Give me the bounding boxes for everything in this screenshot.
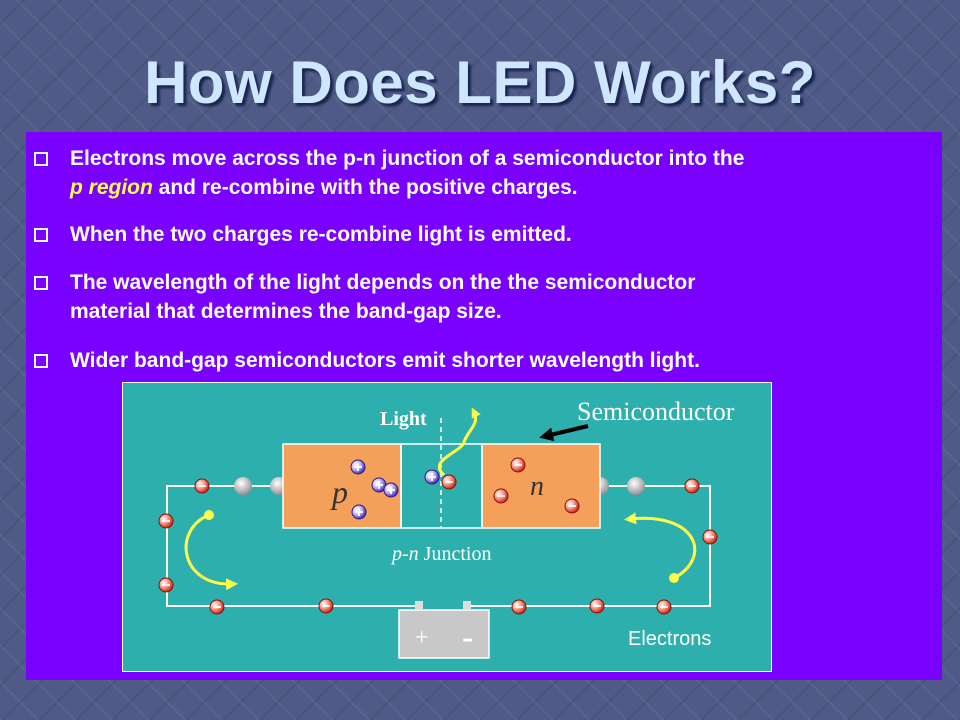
electron-charge xyxy=(441,474,457,490)
semiconductor-label: Semiconductor xyxy=(577,397,735,426)
junction-label: p-n Junction xyxy=(390,543,491,565)
electron-flow-arrow-right xyxy=(624,512,697,580)
checkbox-bullet-icon xyxy=(34,152,48,166)
electron-charge xyxy=(702,529,718,545)
battery-terminal xyxy=(415,601,423,609)
electron-charge xyxy=(318,598,334,614)
electron-charge xyxy=(656,599,672,615)
hole-charge xyxy=(424,469,440,485)
p-region-highlight: p region xyxy=(70,176,153,199)
battery xyxy=(398,609,490,659)
electron-flow-arrow-left xyxy=(184,513,238,591)
electron-charge xyxy=(511,599,527,615)
light-label: Light xyxy=(380,408,427,430)
hole-charge xyxy=(371,477,387,493)
terminal-node xyxy=(627,477,645,495)
bullet-1-line-1: Electrons move across the p-n junction o… xyxy=(70,147,745,170)
electron-charge xyxy=(684,478,700,494)
electron-charge xyxy=(493,488,509,504)
battery-plus-label: + xyxy=(415,625,429,651)
checkbox-bullet-icon xyxy=(34,228,48,242)
terminal-node xyxy=(234,477,252,495)
electron-flow-dot xyxy=(204,510,214,520)
hole-charge xyxy=(351,504,367,520)
holes xyxy=(350,459,440,520)
junction-label-rest: Junction xyxy=(419,543,492,565)
slide-title: How Does LED Works? xyxy=(144,49,816,116)
electron-charge xyxy=(158,513,174,529)
battery-terminal xyxy=(463,601,471,609)
bullet-4-line-1: Wider band-gap semiconductors emit short… xyxy=(70,349,700,372)
electron-charge xyxy=(209,599,225,615)
electron-charge xyxy=(194,478,210,494)
p-label: p xyxy=(330,474,348,510)
hole-charge xyxy=(350,459,366,475)
electrons xyxy=(158,457,718,615)
battery-minus-label: - xyxy=(462,619,473,656)
bullet-1-line-2-rest: and re-combine with the positive charges… xyxy=(152,176,578,199)
bullet-3-line-2: material that determines the band-gap si… xyxy=(70,300,502,323)
n-label: n xyxy=(530,471,544,502)
electron-charge xyxy=(589,598,605,614)
electrons-label: Electrons xyxy=(628,628,711,650)
bullet-3-line-1: The wavelength of the light depends on t… xyxy=(70,271,696,294)
hole-charge xyxy=(383,482,399,498)
electron-charge xyxy=(564,498,580,514)
checkbox-bullet-icon xyxy=(34,276,48,290)
electron-charge xyxy=(510,457,526,473)
bullet-1-line-2: p region and re-combine with the positiv… xyxy=(70,173,938,202)
junction-label-italic: p-n xyxy=(390,543,419,565)
led-diagram: p n Light Semiconductor p-n Junction xyxy=(122,382,772,672)
light-emission-arrow xyxy=(437,407,481,477)
bullet-2-line-1: When the two charges re-combine light is… xyxy=(70,223,572,246)
checkbox-bullet-icon xyxy=(34,354,48,368)
electron-charge xyxy=(158,577,174,593)
electron-flow-dot xyxy=(669,573,679,583)
semiconductor-pointer-arrow xyxy=(539,424,589,442)
